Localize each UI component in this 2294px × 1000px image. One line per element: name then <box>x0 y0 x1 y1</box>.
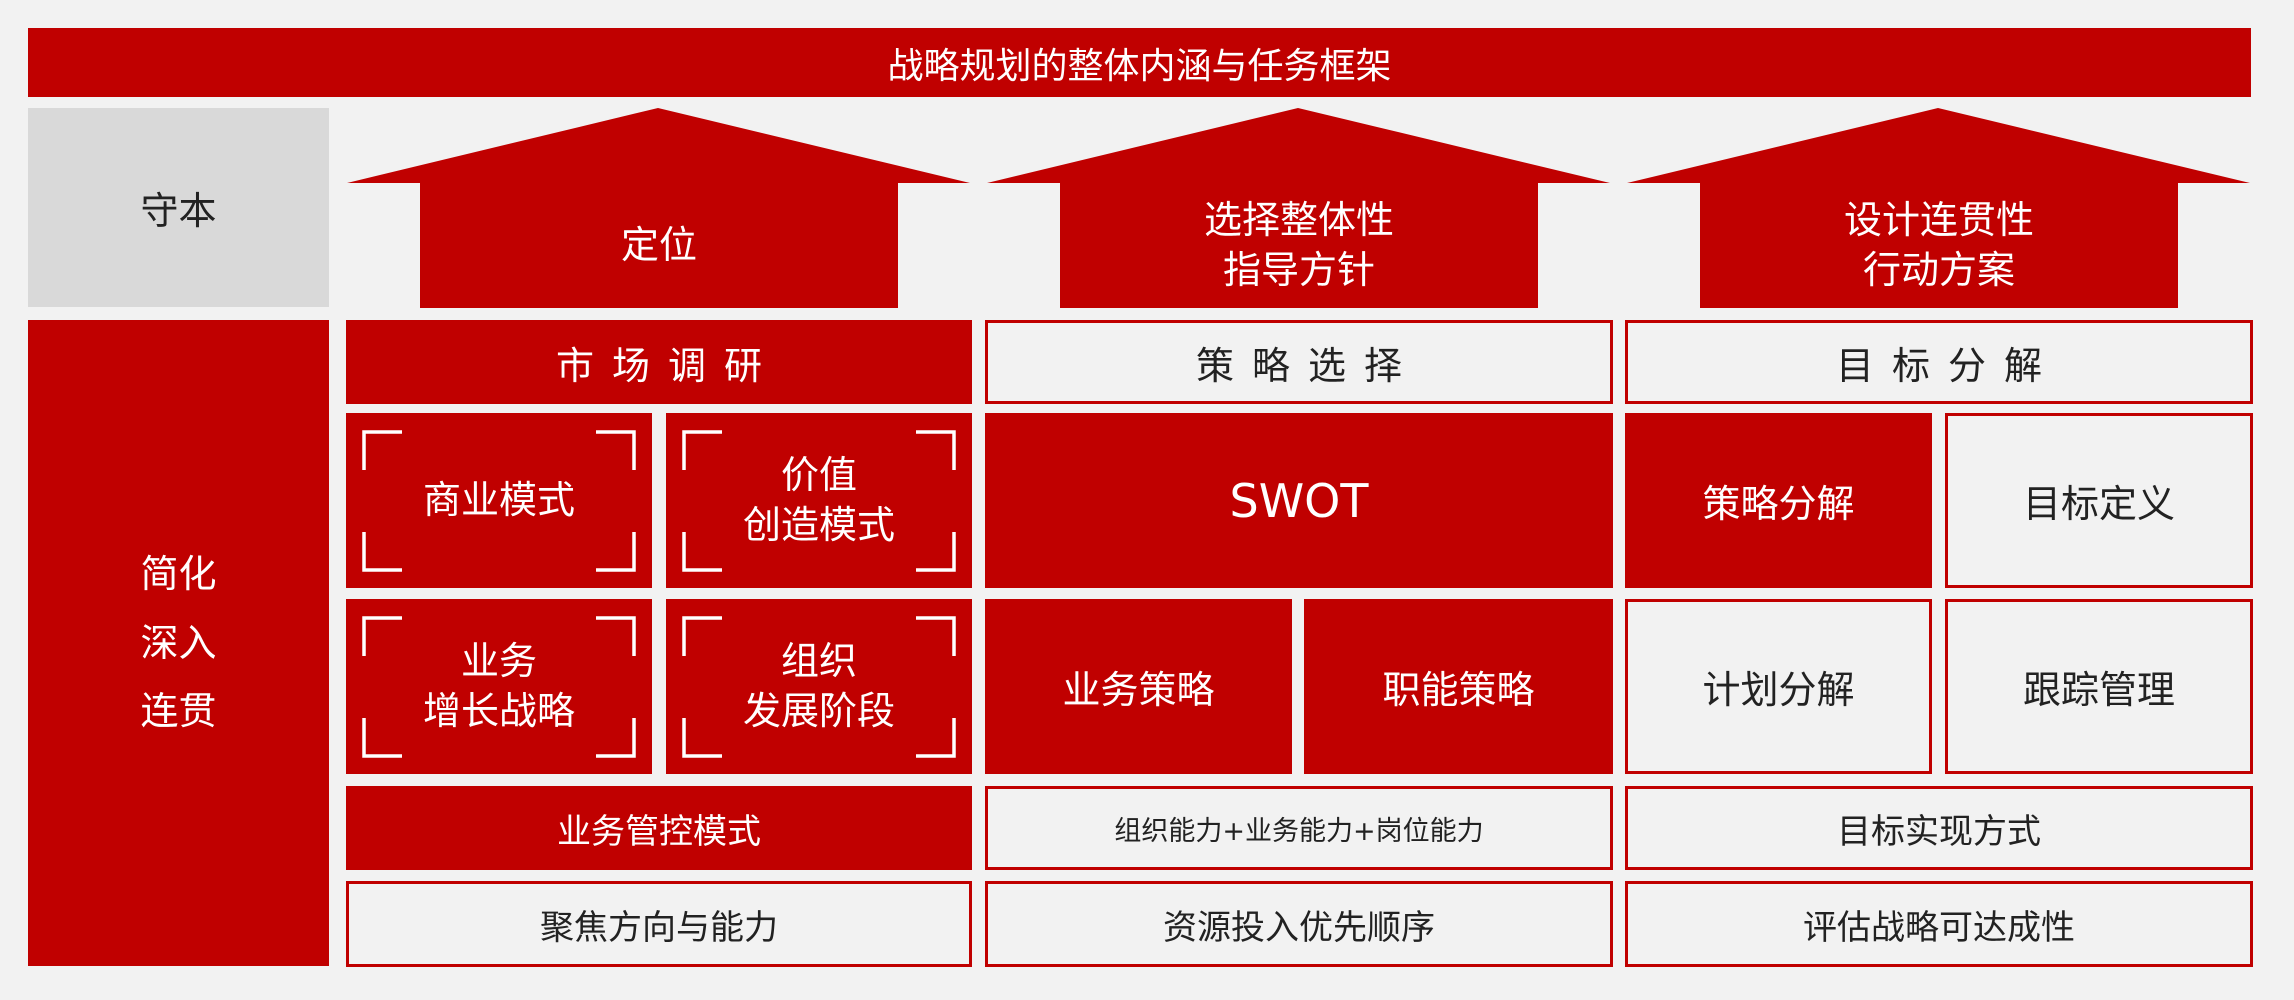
cell-label: 业务策略 <box>1062 668 1215 712</box>
col3-row6: 评估战略可达成性 <box>1625 881 2253 967</box>
cell-strategy-decomposition: 策略分解 <box>1625 413 1932 588</box>
cell-functional-strategy: 职能策略 <box>1304 599 1613 774</box>
arrow-label: 选择整体性 指导方针 <box>1203 198 1394 292</box>
col2-row5: 组织能力+业务能力+岗位能力 <box>985 786 1613 870</box>
principle-box: 守本 <box>28 108 329 307</box>
cell-label: 计划分解 <box>1702 668 1855 712</box>
arrow-positioning: 定位 <box>420 183 898 308</box>
cell-label: 跟踪管理 <box>2022 668 2175 712</box>
principle-label: 守本 <box>140 189 217 233</box>
cell-tracking-management: 跟踪管理 <box>1945 599 2253 774</box>
title-banner: 战略规划的整体内涵与任务框架 <box>28 28 2251 97</box>
cell-value-creation: 价值 创造模式 <box>666 413 972 588</box>
cell-org-stage: 组织 发展阶段 <box>666 599 972 774</box>
cell-business-strategy: 业务策略 <box>985 599 1292 774</box>
col1-row5: 业务管控模式 <box>346 786 972 870</box>
cell-growth-strategy: 业务 增长战略 <box>346 599 652 774</box>
cell-label: 策略分解 <box>1702 482 1855 526</box>
row6-label: 资源投入优先顺序 <box>1163 907 1435 948</box>
arrow-label: 定位 <box>620 222 697 267</box>
cell-label: 目标定义 <box>2022 482 2175 526</box>
col2-heading: 策略选择 <box>985 320 1613 404</box>
row6-label: 评估战略可达成性 <box>1803 907 2075 948</box>
arrow-guideline: 选择整体性 指导方针 <box>1060 183 1538 308</box>
col3-heading: 目标分解 <box>1625 320 2253 404</box>
row5-label: 业务管控模式 <box>557 811 761 852</box>
side-label: 简化 深入 连贯 <box>140 552 217 734</box>
col2-row6: 资源投入优先顺序 <box>985 881 1613 967</box>
col1-row6: 聚焦方向与能力 <box>346 881 972 967</box>
col-heading-label: 策略选择 <box>1195 343 1420 388</box>
arrow-action-plan: 设计连贯性 行动方案 <box>1700 183 2178 308</box>
cell-label: 商业模式 <box>422 477 575 522</box>
col-heading-label: 市场调研 <box>555 343 780 388</box>
cell-goal-definition: 目标定义 <box>1945 413 2253 588</box>
col1-heading: 市场调研 <box>346 320 972 404</box>
col-heading-label: 目标分解 <box>1835 343 2060 388</box>
cell-label: 组织 发展阶段 <box>742 639 895 733</box>
cell-plan-decomposition: 计划分解 <box>1625 599 1932 774</box>
page-title: 战略规划的整体内涵与任务框架 <box>887 45 1392 87</box>
cell-label: 职能策略 <box>1382 668 1535 712</box>
side-panel: 简化 深入 连贯 <box>28 320 329 966</box>
col3-row5: 目标实现方式 <box>1625 786 2253 870</box>
row5-label: 目标实现方式 <box>1837 811 2041 852</box>
cell-business-model: 商业模式 <box>346 413 652 588</box>
swot-label: SWOT <box>1229 473 1369 528</box>
cell-label: 业务 增长战略 <box>422 639 575 733</box>
row6-label: 聚焦方向与能力 <box>540 907 778 948</box>
arrow-label: 设计连贯性 行动方案 <box>1843 198 2034 292</box>
row5-label: 组织能力+业务能力+岗位能力 <box>1114 815 1484 847</box>
cell-label: 价值 创造模式 <box>742 453 895 547</box>
cell-swot: SWOT <box>985 413 1613 588</box>
